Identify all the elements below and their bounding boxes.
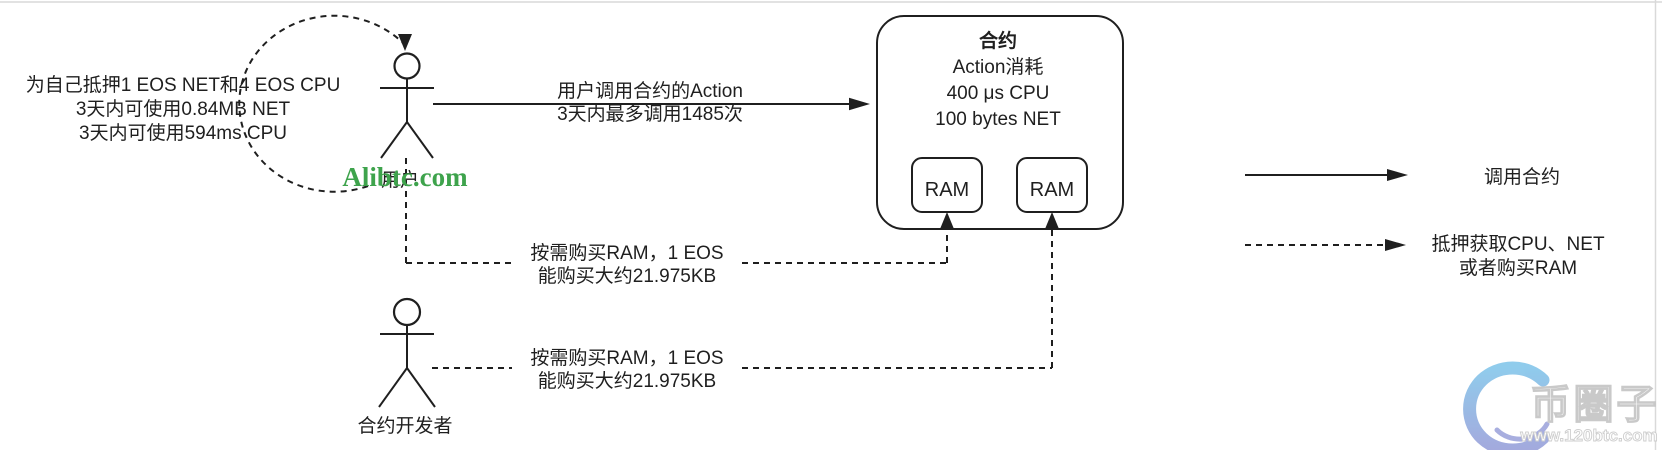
legend: 调用合约 抵押获取CPU、NET 或者购买RAM — [1245, 166, 1605, 279]
user-buy-ram-arrowhead-icon — [940, 212, 954, 229]
stake-note-line2: 3天内可使用0.84MB NET — [76, 98, 291, 120]
buy-ram-dev-line1: 按需购买RAM，1 EOS — [530, 347, 723, 369]
call-contract-arrowhead-icon — [849, 97, 870, 111]
contract-cpu: 400 μs CPU — [947, 83, 1050, 104]
buy-ram-user-line1: 按需购买RAM，1 EOS — [530, 242, 723, 264]
ram-left-label: RAM — [925, 179, 969, 201]
logo-title-text: 币圈子 — [1531, 383, 1660, 427]
stake-note-line3: 3天内可使用594ms CPU — [79, 122, 287, 144]
stake-note-line1: 为自己抵押1 EOS NET和4 EOS CPU — [26, 74, 341, 96]
logo-swirl-tail-icon — [1494, 421, 1550, 442]
green-watermark-text: Alibtc.com — [342, 162, 468, 192]
developer-buy-ram-arrow — [432, 212, 1059, 369]
developer-label: 合约开发者 — [357, 415, 452, 437]
developer-stick-figure-icon — [378, 297, 436, 408]
buy-ram-user-line2: 能购买大约21.975KB — [538, 265, 716, 287]
developer-buy-ram-arrowhead-icon — [1045, 212, 1059, 229]
legend-dashed-arrowhead-icon — [1385, 239, 1406, 251]
user-label: 用户 — [381, 169, 419, 191]
self-stake-arrowhead-icon — [398, 34, 412, 51]
legend-solid-arrowhead-icon — [1387, 169, 1408, 181]
user-buy-ram-arrow — [405, 158, 954, 264]
logo-watermark: 币圈子 www.120btc.com — [1463, 361, 1660, 450]
ram-right-label: RAM — [1030, 179, 1074, 201]
logo-url-text: www.120btc.com — [1519, 426, 1657, 445]
contract-title: 合约 — [979, 29, 1017, 52]
self-stake-loop-arrow — [238, 14, 405, 193]
legend-solid-label: 调用合约 — [1484, 166, 1560, 188]
contract-net: 100 bytes NET — [935, 109, 1061, 130]
call-action-line1: 用户调用合约的Action — [557, 80, 743, 102]
legend-dashed-label-line1: 抵押获取CPU、NET — [1431, 233, 1605, 255]
buy-ram-dev-line2: 能购买大约21.975KB — [538, 370, 716, 392]
contract-consume: Action消耗 — [953, 56, 1044, 78]
user-stick-figure-icon — [380, 52, 434, 159]
legend-dashed-label-line2: 或者购买RAM — [1459, 257, 1577, 279]
call-action-line2: 3天内最多调用1485次 — [557, 103, 743, 125]
